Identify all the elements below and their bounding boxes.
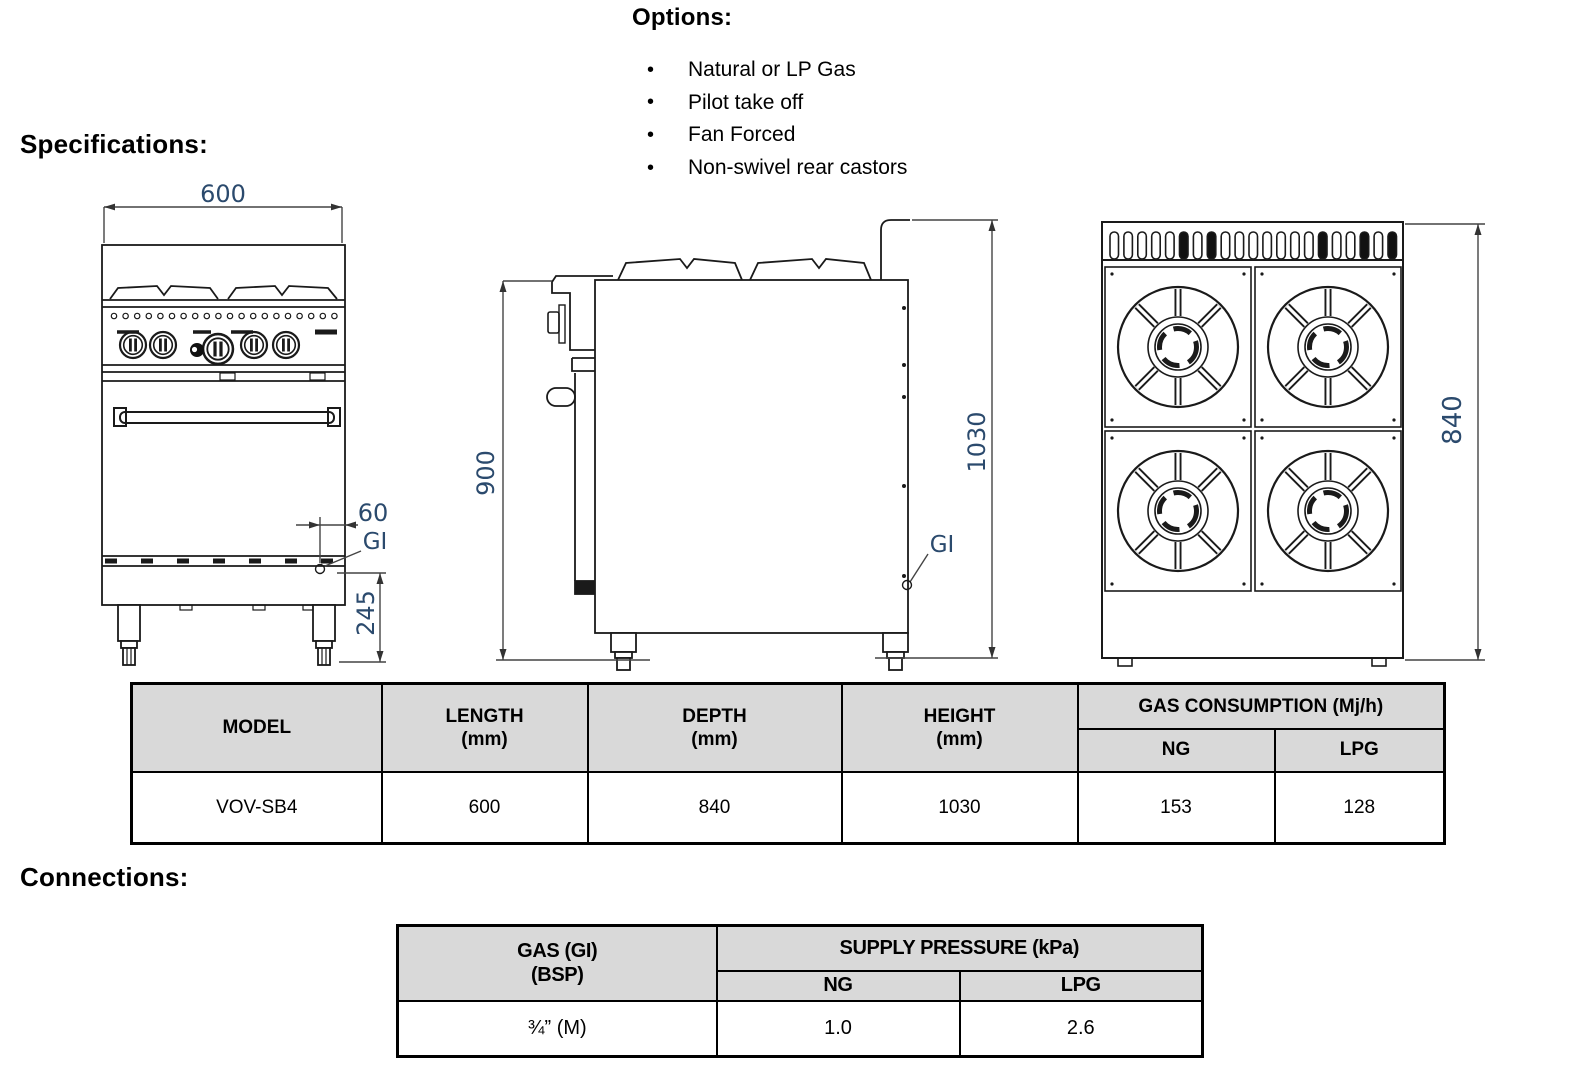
col-header-gas-line1: GAS (GI) bbox=[517, 939, 598, 962]
options-heading: Options: bbox=[632, 4, 733, 31]
specifications-table: MODEL LENGTH (mm) DEPTH (mm) HEIGHT (mm)… bbox=[130, 682, 1447, 845]
side-gas-inlet-label: GI bbox=[930, 532, 955, 558]
top-view-drawing: 840 bbox=[1101, 221, 1485, 667]
option-label: Natural or LP Gas bbox=[688, 58, 856, 82]
list-item: • Non-swivel rear castors bbox=[647, 152, 907, 185]
col-header-length: LENGTH (mm) bbox=[380, 682, 589, 773]
option-label: Non-swivel rear castors bbox=[688, 156, 908, 180]
burner-grates bbox=[1118, 287, 1388, 571]
table-row: ¾” (M) 1.0 2.6 bbox=[396, 999, 1204, 1058]
bullet-icon: • bbox=[647, 156, 655, 179]
col-header-height: HEIGHT (mm) bbox=[840, 682, 1079, 773]
bullet-icon: • bbox=[647, 91, 655, 114]
cell-gas-size: ¾” (M) bbox=[396, 999, 718, 1058]
col-header-supply-pressure: SUPPLY PRESSURE (kPa) bbox=[715, 924, 1204, 972]
side-front-height-dim: 900 bbox=[472, 450, 500, 496]
list-item: • Fan Forced bbox=[647, 119, 907, 152]
col-header-model: MODEL bbox=[130, 682, 383, 773]
connections-heading: Connections: bbox=[20, 862, 189, 892]
col-header-gas-line2: (BSP) bbox=[531, 964, 584, 987]
col-header-height-line1: HEIGHT bbox=[923, 705, 996, 727]
top-depth-dim: 840 bbox=[1438, 395, 1468, 445]
cell-model: VOV-SB4 bbox=[130, 770, 383, 845]
list-item: • Pilot take off bbox=[647, 87, 907, 120]
front-base-height-dim: 245 bbox=[352, 590, 380, 636]
vent-slots bbox=[1109, 231, 1398, 260]
option-label: Fan Forced bbox=[688, 123, 796, 147]
front-inlet-offset-dim: 60 bbox=[358, 499, 389, 527]
col-header-depth-line2: (mm) bbox=[691, 728, 738, 750]
bullet-icon: • bbox=[647, 123, 655, 146]
col-header-lpg: LPG bbox=[1273, 727, 1446, 773]
cell-pressure-ng: 1.0 bbox=[715, 999, 961, 1058]
cell-gas-lpg: 128 bbox=[1273, 770, 1446, 845]
option-label: Pilot take off bbox=[688, 90, 804, 114]
col-header-depth: DEPTH (mm) bbox=[586, 682, 843, 773]
front-width-dim: 600 bbox=[200, 180, 246, 208]
side-overall-height-dim: 1030 bbox=[963, 411, 991, 472]
options-list: • Natural or LP Gas • Pilot take off • F… bbox=[647, 54, 907, 184]
col-header-ng: NG bbox=[715, 969, 961, 1002]
specifications-heading: Specifications: bbox=[20, 129, 208, 159]
col-header-gas-consumption: GAS CONSUMPTION (Mj/h) bbox=[1076, 682, 1446, 730]
col-header-lpg: LPG bbox=[958, 969, 1204, 1002]
front-view-drawing: 600 60 GI 245 bbox=[101, 180, 389, 666]
bullet-icon: • bbox=[647, 58, 655, 81]
gas-inlet-point bbox=[314, 563, 326, 575]
col-header-gas-connection: GAS (GI) (BSP) bbox=[396, 924, 718, 1002]
front-gas-inlet-label: GI bbox=[363, 529, 388, 555]
gas-inlet-point bbox=[901, 579, 913, 591]
connections-table: GAS (GI) (BSP) SUPPLY PRESSURE (kPa) NG … bbox=[396, 924, 1205, 1058]
cell-height: 1030 bbox=[840, 770, 1079, 845]
control-knobs bbox=[118, 330, 301, 366]
col-header-length-line1: LENGTH bbox=[445, 705, 524, 727]
col-header-ng: NG bbox=[1076, 727, 1276, 773]
col-header-height-line2: (mm) bbox=[936, 728, 983, 750]
col-header-depth-line1: DEPTH bbox=[682, 705, 747, 727]
cell-gas-ng: 153 bbox=[1076, 770, 1276, 845]
cell-pressure-lpg: 2.6 bbox=[958, 999, 1204, 1058]
col-header-length-line2: (mm) bbox=[461, 728, 508, 750]
side-view-drawing: 900 1030 GI bbox=[472, 219, 998, 671]
cell-length: 600 bbox=[380, 770, 589, 845]
cell-depth: 840 bbox=[586, 770, 843, 845]
vent-holes bbox=[110, 312, 338, 320]
table-row: VOV-SB4 600 840 1030 153 128 bbox=[130, 770, 1446, 845]
list-item: • Natural or LP Gas bbox=[647, 54, 907, 87]
